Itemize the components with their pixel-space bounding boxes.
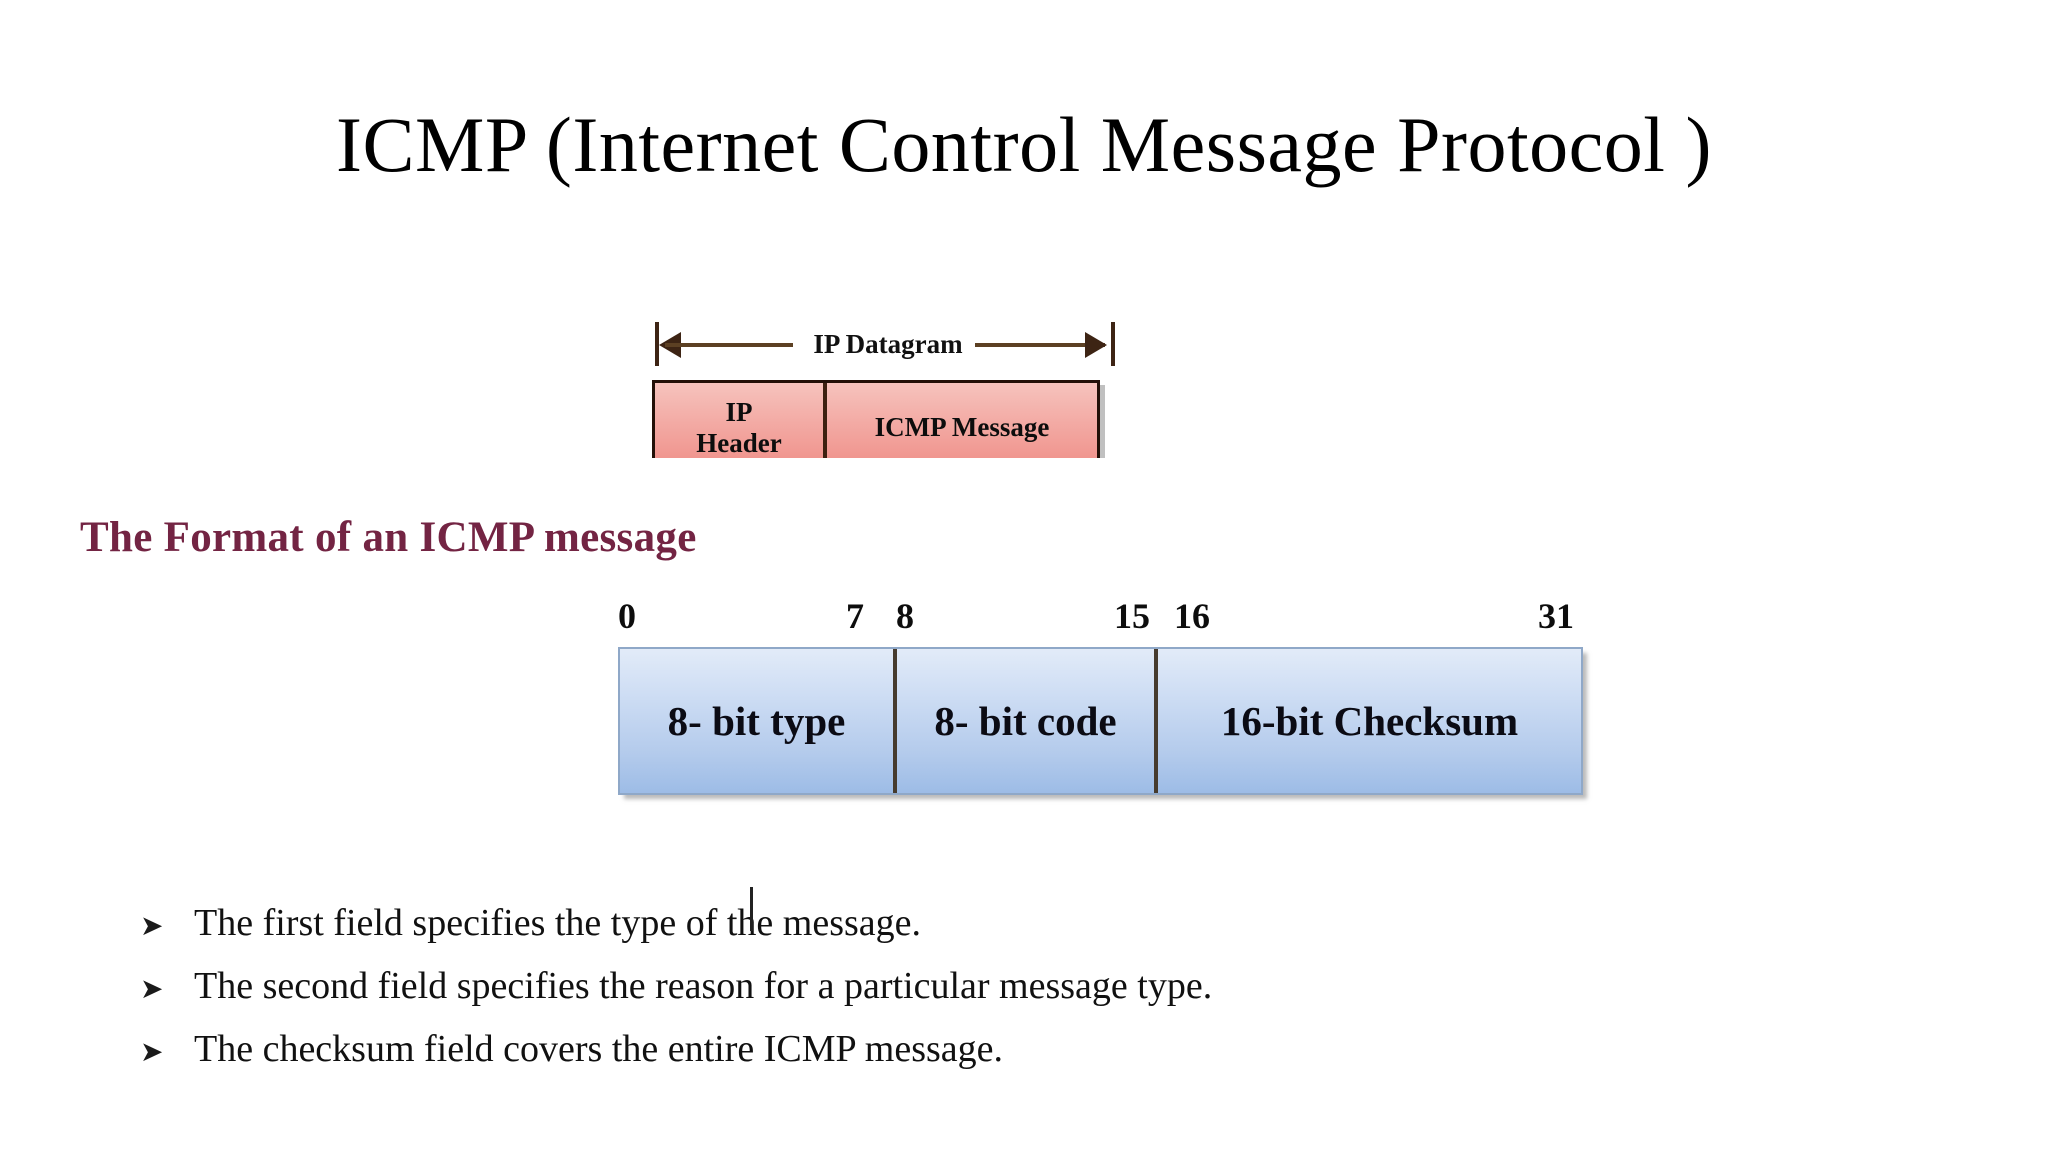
arrow-right-icon [1085, 332, 1107, 358]
list-item-text: The checksum field covers the entire ICM… [194, 1028, 1004, 1070]
ip-datagram-box: IP Header ICMP Message [652, 380, 1100, 458]
list-item: ➤ The checksum field covers the entire I… [140, 1026, 1640, 1075]
icmp-field-type-label: 8- bit type [667, 698, 846, 744]
icmp-message-format-box: 8- bit type 8- bit code 16-bit Checksum [618, 647, 1583, 795]
arrow-bullet-icon: ➤ [140, 909, 164, 942]
bit-tick-15: 15 [1114, 596, 1150, 636]
list-item-text: The second field specifies the reason fo… [194, 965, 1213, 1007]
list-item: ➤ The second field specifies the reason … [140, 963, 1640, 1012]
list-item: ➤ The first field specifies the type of … [140, 900, 1640, 949]
icmp-field-type: 8- bit type [620, 649, 897, 793]
list-item-text: The first field specifies the type of th… [194, 902, 922, 944]
icmp-field-code-label: 8- bit code [934, 698, 1117, 744]
bit-tick-31: 31 [1538, 596, 1574, 636]
span-line-right [975, 343, 1105, 347]
ip-header-label-line1: IP [725, 396, 753, 427]
icmp-message-label: ICMP Message [874, 412, 1050, 443]
bit-tick-16: 16 [1174, 596, 1210, 636]
arrow-bullet-icon: ➤ [140, 1035, 164, 1068]
span-line-left [665, 343, 800, 347]
bit-tick-0: 0 [618, 596, 636, 636]
icmp-field-code: 8- bit code [897, 649, 1158, 793]
bit-tick-8: 8 [896, 596, 914, 636]
icmp-message-cell: ICMP Message [827, 383, 1097, 458]
page-title: ICMP (Internet Control Message Protocol … [336, 101, 1712, 188]
icmp-field-checksum-label: 16-bit Checksum [1220, 698, 1519, 744]
ip-header-label-line2: Header [696, 428, 782, 458]
ip-datagram-label: IP Datagram [793, 322, 983, 366]
bit-tick-7: 7 [846, 596, 864, 636]
ip-header-label: IP Header [696, 397, 781, 458]
arrow-bullet-icon: ➤ [140, 972, 164, 1005]
span-endbar-right-icon [1111, 322, 1115, 366]
span-endbar-left-icon [655, 322, 659, 366]
icmp-field-checksum: 16-bit Checksum [1158, 649, 1581, 793]
bullet-list: ➤ The first field specifies the type of … [140, 900, 1640, 1089]
bit-ruler: 0 7 8 15 16 31 [618, 596, 1588, 640]
section-heading: The Format of an ICMP message [80, 514, 697, 561]
ip-datagram-span: IP Datagram [655, 322, 1115, 368]
text-cursor-caret [750, 887, 753, 931]
ip-header-cell: IP Header [655, 383, 827, 458]
ip-datagram-box-clip: IP Header ICMP Message [652, 380, 1122, 458]
